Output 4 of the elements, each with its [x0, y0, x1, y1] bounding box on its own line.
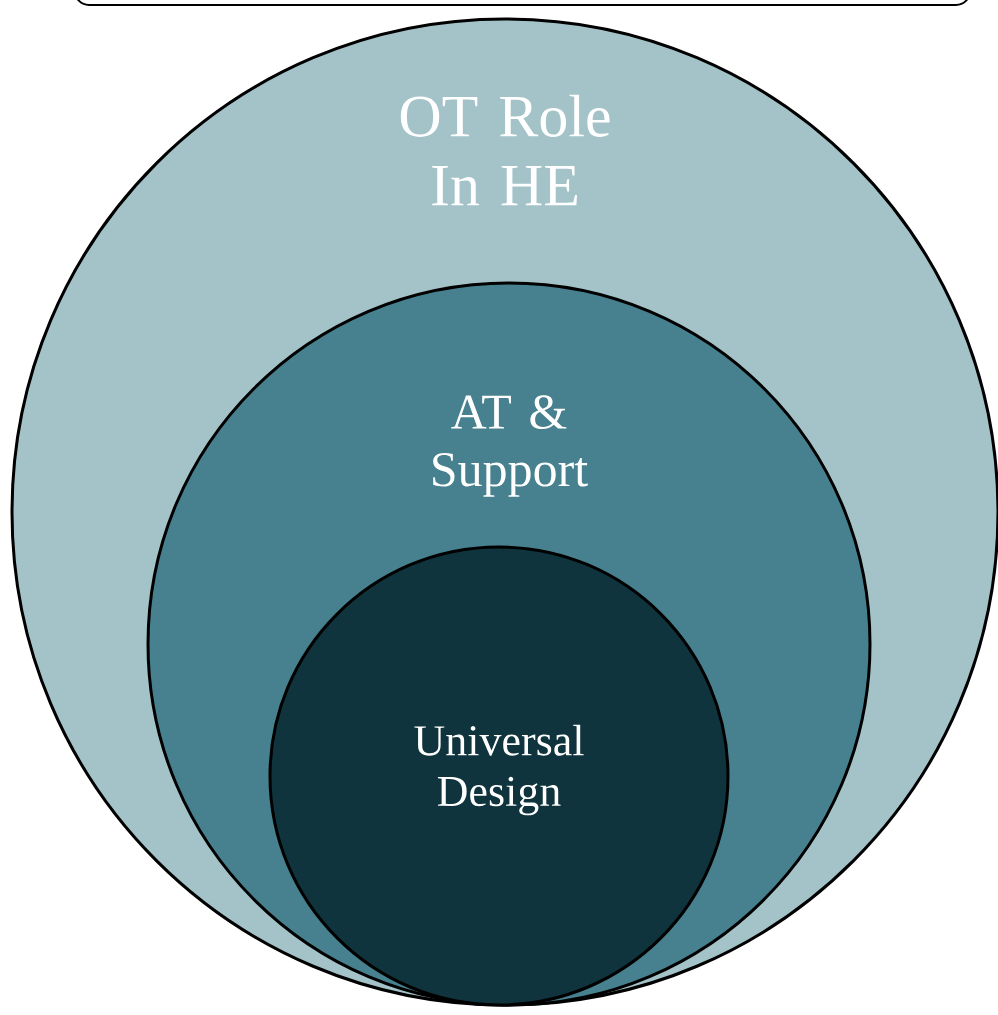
region-label: AT & Support: [433, 395, 588, 497]
region-label: OT Role In HE: [400, 94, 610, 206]
rounded-box: [74, 0, 971, 6]
region-label: Universal Design: [414, 724, 584, 816]
